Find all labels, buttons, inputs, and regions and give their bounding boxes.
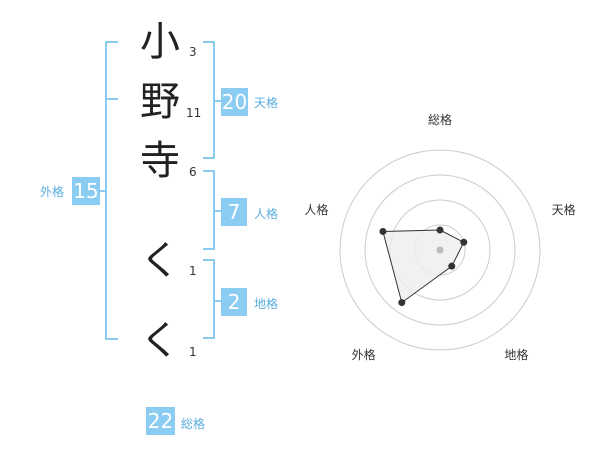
chikaku-bracket-bottom — [203, 337, 215, 339]
tenkaku-bracket-tick — [215, 100, 221, 102]
jinkaku-bracket-tick — [215, 210, 221, 212]
radar-point-3 — [448, 262, 456, 270]
stroke-count-3: 6 — [189, 165, 197, 179]
radar-center-dot — [436, 246, 444, 254]
chikaku-bracket-vertical — [213, 259, 215, 339]
tenkaku-bracket-bottom — [203, 157, 215, 159]
radar-axis-label-1: 総格 — [428, 112, 452, 127]
chikaku-badge: 2 — [221, 288, 247, 316]
jinkaku-badge: 7 — [221, 198, 247, 226]
radar-point-4 — [398, 299, 406, 307]
jinkaku-bracket-top — [203, 170, 215, 172]
tenkaku-bracket-vertical — [213, 41, 215, 159]
radar-ring-3 — [364, 174, 516, 326]
stroke-count-2: 11 — [186, 106, 202, 120]
soukaku-badge: 22 — [146, 407, 175, 435]
stroke-count-1: 3 — [189, 45, 197, 59]
name-char-4: く — [140, 238, 180, 284]
gaikaku-badge: 15 — [72, 177, 100, 205]
tenkaku-badge: 20 — [221, 88, 248, 116]
radar-axis-label-3: 地格 — [504, 347, 528, 362]
radar-point-1 — [436, 226, 444, 234]
chikaku-bracket-top — [203, 259, 215, 261]
radar-axis-label-4: 外格 — [352, 347, 376, 362]
radar-point-5 — [379, 227, 387, 235]
chikaku-label: 地格 — [254, 297, 279, 311]
name-char-1: 小 — [140, 19, 180, 65]
stroke-count-4: 1 — [189, 264, 197, 278]
jinkaku-label: 人格 — [254, 207, 279, 221]
name-char-5: く — [140, 318, 180, 364]
gaikaku-label: 外格 — [40, 185, 65, 199]
chikaku-bracket-tick — [215, 300, 221, 302]
gaikaku-bracket-tick — [98, 190, 105, 192]
name-char-3: 寺 — [140, 138, 180, 184]
tenkaku-bracket-top — [203, 41, 215, 43]
stroke-count-5: 1 — [189, 345, 197, 359]
gaikaku-bracket-top — [105, 41, 118, 43]
gaikaku-bracket-bottom — [105, 338, 118, 340]
radar-axis-label-2: 天格 — [552, 202, 576, 217]
radar-ring-4 — [339, 149, 541, 351]
tenkaku-label: 天格 — [254, 96, 279, 110]
radar-point-2 — [460, 238, 468, 246]
gaikaku-bracket-vertical — [105, 41, 107, 340]
soukaku-label: 総格 — [181, 417, 206, 431]
radar-axis-label-5: 人格 — [304, 202, 328, 217]
gaikaku-bracket-mid — [105, 98, 118, 100]
jinkaku-bracket-bottom — [203, 248, 215, 250]
jinkaku-bracket-vertical — [213, 170, 215, 250]
name-char-2: 野 — [140, 79, 180, 125]
radar-polygon — [382, 229, 465, 304]
